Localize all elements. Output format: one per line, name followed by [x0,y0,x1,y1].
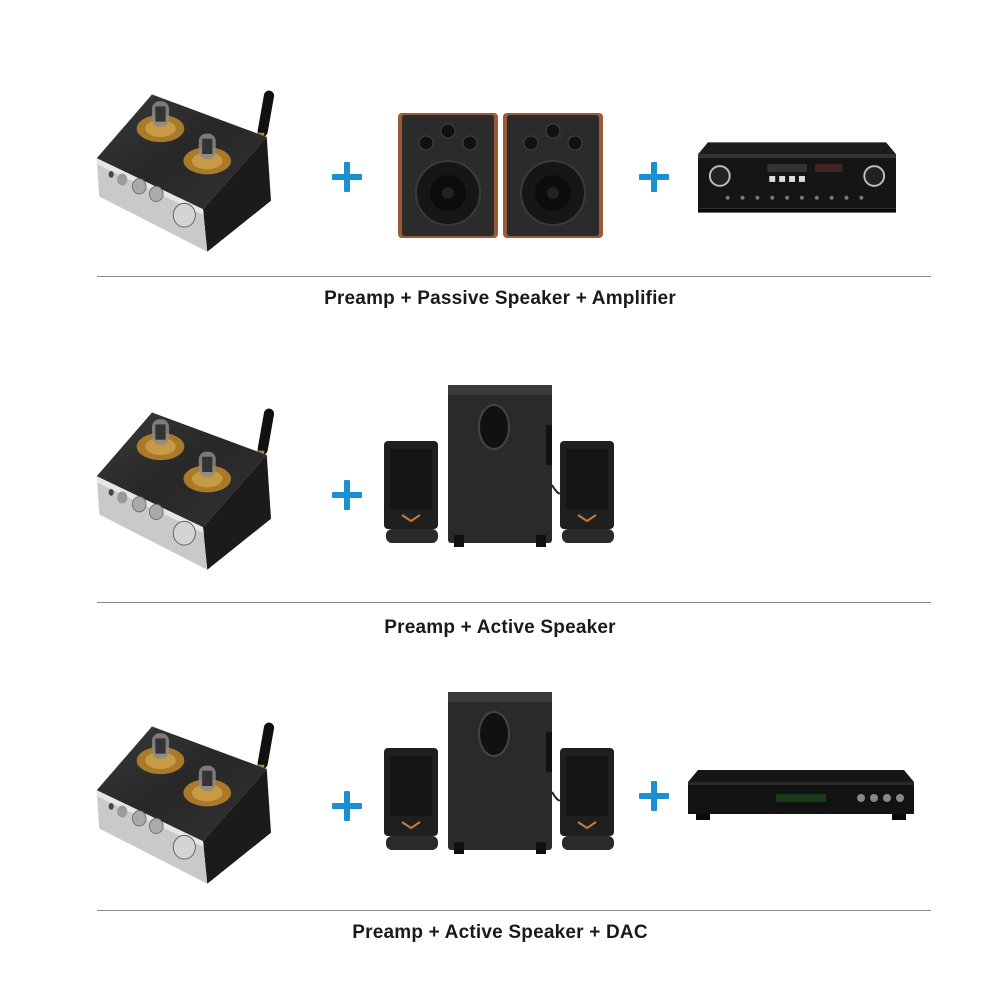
combination-row-2: Preamp + Active Speaker [0,0,931,638]
row-caption: Preamp + Active Speaker [384,617,616,638]
divider [97,602,931,603]
divider [97,910,931,911]
dac-image [686,768,916,828]
plus-icon [332,791,362,821]
plus-icon [332,162,362,192]
row-caption: Preamp + Active Speaker + DAC [352,922,648,943]
divider [97,276,931,277]
plus-icon [332,480,362,510]
combination-row-3: Preamp + Active Speaker + DAC [0,0,931,943]
tube-preamp-image [76,718,296,888]
plus-icon [639,781,669,811]
row-caption: Preamp + Passive Speaker + Amplifier [324,288,676,309]
active-speaker-system-image [382,692,622,857]
combination-row-1: Preamp + Passive Speaker + Amplifier [0,0,1000,330]
plus-icon [639,162,669,192]
